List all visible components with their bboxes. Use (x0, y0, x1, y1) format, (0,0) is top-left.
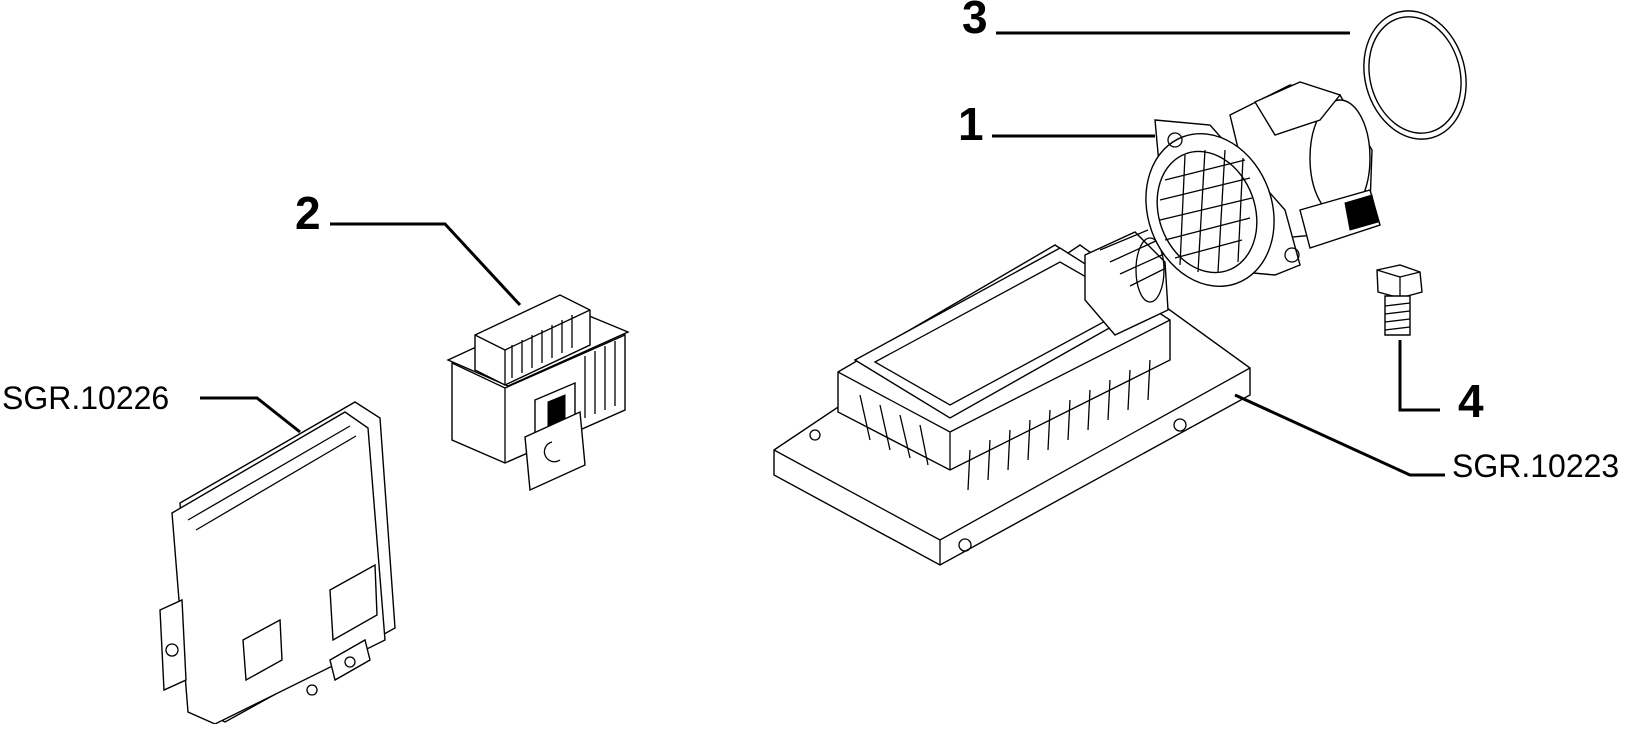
leader-line-2 (330, 222, 522, 307)
leader-line-4 (1398, 340, 1440, 412)
callout-2: 2 (295, 187, 321, 239)
reference-label-sgr-10226: SGR.10226 (2, 380, 169, 416)
air-flow-meter-drawing (1145, 81, 1381, 288)
leader-line-sgr-10223 (1234, 393, 1445, 477)
relay-drawing (446, 294, 630, 492)
air-filter-housing-drawing (773, 229, 1251, 566)
leader-line-sgr-10226 (200, 396, 301, 434)
o-ring-drawing (1363, 10, 1467, 140)
callout-1: 1 (958, 98, 984, 150)
callout-3: 3 (962, 0, 988, 43)
reference-label-sgr-10223: SGR.10223 (1452, 448, 1619, 484)
bolt-drawing (1376, 264, 1423, 336)
ecu-module-drawing (159, 401, 396, 725)
callout-4: 4 (1458, 375, 1484, 427)
